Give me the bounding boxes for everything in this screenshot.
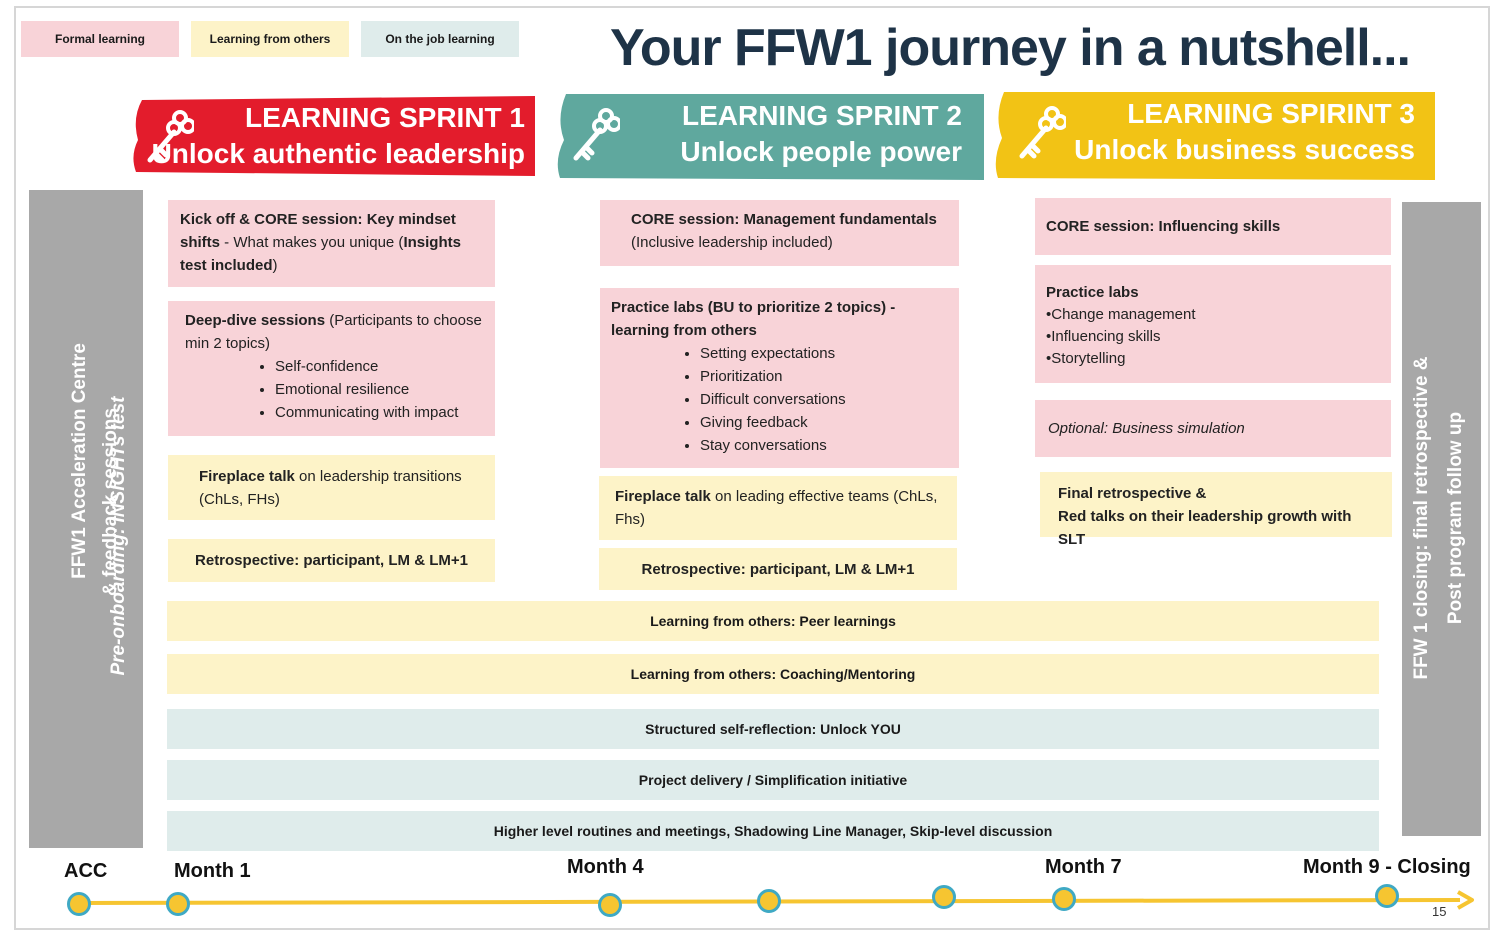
final-retro-line-2: Red talks on their leadership growth wit… (1058, 508, 1352, 548)
list-item: Difficult conversations (700, 388, 947, 411)
timeline-dot (1052, 887, 1076, 911)
labs-title: Practice labs (1046, 284, 1139, 301)
practice-labs-3: Practice labs •Change management •Influe… (1035, 265, 1391, 383)
timeline-dot (67, 892, 91, 916)
list-item: Prioritization (700, 365, 947, 388)
final-retrospective: Final retrospective & Red talks on their… (1040, 472, 1392, 548)
fireplace-title: Fireplace talk (615, 488, 711, 505)
list-item: Self-confidence (275, 355, 483, 378)
timeline-label-month-4: Month 4 (567, 856, 644, 878)
fireplace-talk-1: Fireplace talk on leadership transitions… (168, 455, 495, 520)
deep-dive-title: Deep-dive sessions (185, 312, 326, 329)
acceleration-centre-panel: FFW1 Acceleration Centre & feedback sess… (29, 190, 143, 848)
list-item: Communicating with impact (275, 401, 483, 424)
core-influencing-session: CORE session: Influencing skills (1035, 198, 1391, 255)
banner-1-shape (133, 96, 535, 176)
kickoff-core-session: Kick off & CORE session: Key mindset shi… (168, 200, 495, 287)
kickoff-end: ) (272, 257, 278, 274)
timeline-dot (932, 885, 956, 909)
follow-up-label: Post program follow up (1445, 411, 1466, 625)
legend-formal-learning: Formal learning (21, 21, 179, 57)
fireplace-talk-2: Fireplace talk on leading effective team… (599, 476, 957, 540)
legend-learning-from-others: Learning from others (191, 21, 349, 57)
list-item: •Storytelling (1046, 350, 1126, 367)
kickoff-title: Kick off & CORE session: Key mindset shi… (180, 211, 456, 251)
list-item: Emotional resilience (275, 378, 483, 401)
closing-panel: FFW 1 closing: final retrospective & Pos… (1402, 202, 1481, 836)
sprint-2-label: LEARNING SPRINT 2 (681, 100, 962, 131)
sprint-3-label: LEARNING SPIRINT 3 (1127, 98, 1415, 129)
kickoff-text: - What makes you unique ( (220, 234, 404, 251)
core-text: (Inclusive leadership included) (631, 234, 833, 251)
sprint-3-banner: LEARNING SPIRINT 3 Unlock business succe… (994, 92, 1435, 180)
labs-title: Practice labs (BU to prioritize 2 topics… (611, 299, 896, 339)
bar-coaching-mentoring: Learning from others: Coaching/Mentoring (167, 654, 1379, 694)
core-management-session: CORE session: Management fundamentals (I… (600, 200, 959, 266)
slide-frame (14, 6, 1490, 930)
labs-topic-list: Setting expectations Prioritization Diff… (611, 342, 947, 457)
deep-dive-sessions: Deep-dive sessions (Participants to choo… (168, 301, 495, 436)
key-icon (147, 110, 194, 163)
timeline-label-month-9-closing: Month 9 - Closing (1303, 856, 1471, 878)
sprint-3-subtitle: Unlock business success (1074, 134, 1415, 165)
legend-on-the-job-learning: On the job learning (361, 21, 519, 57)
retrospective-1: Retrospective: participant, LM & LM+1 (168, 539, 495, 582)
sprint-1-subtitle: Unlock authentic leadership (151, 138, 525, 169)
timeline-label-month-7: Month 7 (1045, 856, 1122, 878)
timeline-dot (166, 892, 190, 916)
sprint-2-banner: LEARNING SPRINT 2 Unlock people power (556, 94, 984, 180)
sprint-1-label: LEARNING SPRINT 1 (244, 102, 525, 133)
core-title: CORE session: Influencing skills (1046, 218, 1281, 235)
pre-onboarding-label: Pre-onboarding: INSIGHTs test (108, 396, 129, 676)
bar-peer-learnings: Learning from others: Peer learnings (167, 601, 1379, 641)
list-item: Setting expectations (700, 342, 947, 365)
final-retro-line-1: Final retrospective & (1058, 485, 1207, 502)
page-number: 15 (1432, 904, 1447, 919)
deep-dive-text: (Participants to choose min 2 topics) (185, 312, 482, 352)
bar-project-delivery: Project delivery / Simplification initia… (167, 760, 1379, 800)
list-item: Stay conversations (700, 434, 947, 457)
bar-routines-meetings: Higher level routines and meetings, Shad… (167, 811, 1379, 851)
sprint-2-subtitle: Unlock people power (680, 136, 962, 167)
banner-2-shape (557, 94, 984, 180)
kickoff-insights: Insights test included (180, 234, 461, 274)
list-item: Giving feedback (700, 411, 947, 434)
list-item: •Influencing skills (1046, 328, 1161, 345)
deep-dive-topic-list: Self-confidence Emotional resilience Com… (185, 355, 483, 424)
optional-business-simulation: Optional: Business simulation (1035, 400, 1391, 457)
page-title: Your FFW1 journey in a nutshell... (610, 19, 1411, 77)
fireplace-text: on leading effective teams (ChLs, Fhs) (615, 488, 938, 528)
timeline-dot (598, 893, 622, 917)
list-item: •Change management (1046, 306, 1196, 323)
bar-self-reflection: Structured self-reflection: Unlock YOU (167, 709, 1379, 749)
fireplace-text: on leadership transitions (ChLs, FHs) (199, 468, 462, 508)
timeline-dot (757, 889, 781, 913)
key-icon (1019, 106, 1066, 159)
timeline-dot (1375, 884, 1399, 908)
banner-3-shape (995, 92, 1435, 180)
fireplace-title: Fireplace talk (199, 468, 295, 485)
sprint-1-banner: LEARNING SPRINT 1 Unlock authentic leade… (130, 96, 535, 176)
closing-label: FFW 1 closing: final retrospective & (1411, 356, 1432, 680)
practice-labs-2: Practice labs (BU to prioritize 2 topics… (600, 288, 959, 468)
core-title: CORE session: Management fundamentals (631, 211, 937, 228)
timeline-label-month-1: Month 1 (174, 860, 251, 882)
timeline-label-acc: ACC (64, 860, 108, 882)
retrospective-2: Retrospective: participant, LM & LM+1 (599, 548, 957, 590)
acceleration-centre-label: FFW1 Acceleration Centre (69, 343, 90, 579)
key-icon (573, 108, 620, 161)
